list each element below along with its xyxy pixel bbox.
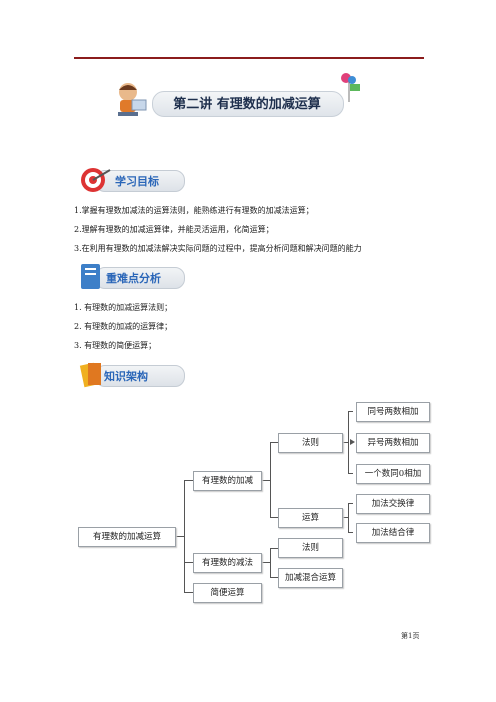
goal-item-3: 3.在利用有理数的加减法解决实际问题的过程中，提高分析问题和解决问题的能力 (74, 244, 362, 253)
arrow-right-icon (350, 439, 355, 445)
keypoint-item-3: 3. 有理数的简便运算； (74, 341, 157, 350)
node-diff-sign: 异号两数相加 (356, 433, 430, 453)
connector (270, 548, 271, 577)
keypoint-item-1: 1. 有理数的加减运算法则； (74, 303, 173, 312)
connector (348, 473, 353, 474)
connector (184, 480, 193, 481)
top-rule (74, 57, 424, 59)
page-title: 第二讲 有理数的加减运算 (173, 97, 321, 112)
kid-reading-icon (118, 83, 147, 116)
connector (184, 480, 185, 592)
node-sub-rule: 法则 (278, 538, 343, 558)
books-icon (79, 362, 101, 388)
title-banner (152, 91, 344, 117)
keypoint-item-2: 2. 有理数的加减的运算律； (74, 322, 173, 331)
connector (270, 548, 278, 549)
connector (184, 592, 193, 593)
node-with-zero: 一个数同0相加 (356, 464, 430, 484)
node-commutative: 加法交换律 (356, 494, 430, 514)
flag-deco-icon (341, 73, 360, 102)
connector (270, 442, 271, 517)
connector (270, 577, 278, 578)
connector (262, 480, 270, 481)
connector (176, 536, 184, 537)
connector (262, 562, 270, 563)
node-same-sign: 同号两数相加 (356, 402, 430, 422)
framework-heading: 知识架构 (104, 370, 148, 383)
connector (348, 411, 353, 412)
connector (348, 411, 349, 473)
node-root: 有理数的加减运算 (78, 527, 176, 547)
connector (270, 442, 278, 443)
node-addition: 有理数的加减 (193, 471, 262, 491)
connector (270, 517, 278, 518)
node-simple-calc: 简便运算 (193, 583, 262, 603)
connector (343, 517, 348, 518)
connector (348, 532, 353, 533)
node-associative: 加法结合律 (356, 523, 430, 543)
node-add-rule: 法则 (278, 433, 343, 453)
node-mixed-operation: 加减混合运算 (278, 568, 343, 588)
node-subtraction: 有理数的减法 (193, 553, 262, 573)
page-number: 第1页 (401, 632, 420, 640)
connector (348, 503, 349, 532)
goal-item-1: 1.掌握有理数加减法的运算法则，能熟练进行有理数的加减法运算； (74, 206, 314, 215)
connector (343, 442, 348, 443)
target-icon (81, 168, 111, 192)
goals-heading: 学习目标 (115, 175, 159, 188)
connector (184, 562, 193, 563)
notebook-icon (81, 264, 100, 289)
keypoints-heading: 重难点分析 (106, 272, 161, 285)
connector (348, 503, 353, 504)
node-add-operation: 运算 (278, 508, 343, 528)
goal-item-2: 2.理解有理数的加减运算律，并能灵活运用，化简运算； (74, 225, 274, 234)
